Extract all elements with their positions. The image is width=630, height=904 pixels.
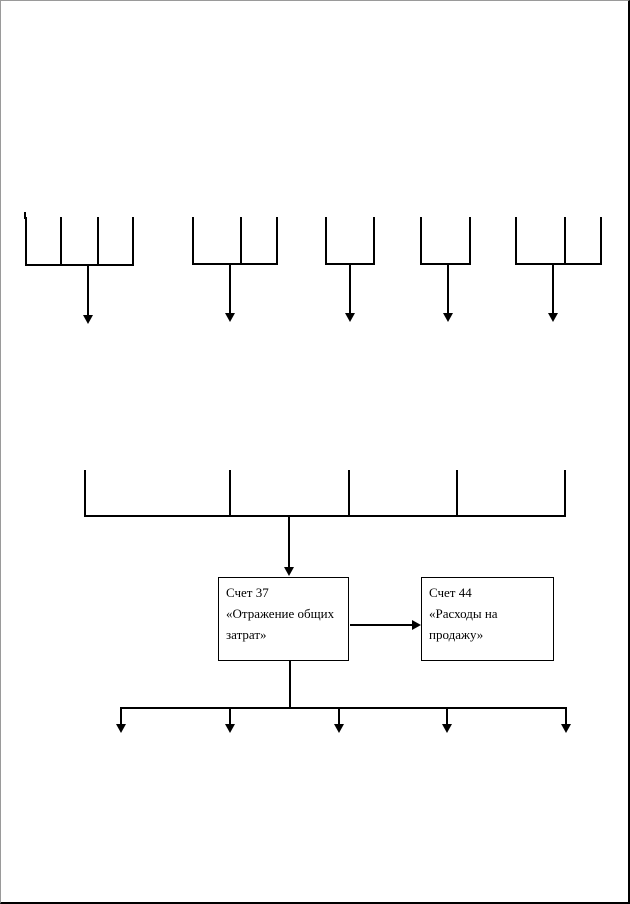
stray-tick: [24, 212, 26, 219]
tick-line: [456, 470, 458, 517]
arrowhead-down-icon: [334, 724, 344, 733]
arrow-stem: [446, 707, 448, 724]
tick-line: [276, 217, 278, 265]
tick-line: [373, 217, 375, 265]
arrow-stem: [338, 707, 340, 724]
arrowhead-down-icon: [345, 313, 355, 322]
tick-line: [564, 470, 566, 517]
arrowhead-down-icon: [83, 315, 93, 324]
tick-line: [132, 217, 134, 266]
tick-line: [325, 217, 327, 265]
arrow-stem: [120, 707, 122, 724]
bracket-bar: [25, 264, 134, 266]
arrow-stem: [350, 624, 412, 626]
tick-line: [84, 470, 86, 517]
tick-line: [420, 217, 422, 265]
account-37-label-line-3: затрат»: [226, 627, 267, 642]
arrowhead-down-icon: [548, 313, 558, 322]
tick-line: [469, 217, 471, 265]
arrowhead-down-icon: [442, 724, 452, 733]
account-37-label-line-1: Счет 37: [226, 585, 269, 600]
tick-line: [348, 470, 350, 517]
tick-line: [25, 217, 27, 266]
arrowhead-down-icon: [116, 724, 126, 733]
arrow-stem: [87, 266, 89, 315]
bracket-bar: [325, 263, 375, 265]
account-44-label-line-2: «Расходы на: [429, 606, 498, 621]
arrow-stem: [447, 265, 449, 313]
arrow-stem: [229, 707, 231, 724]
tick-line: [600, 217, 602, 265]
tick-line: [192, 217, 194, 265]
tick-line: [60, 217, 62, 266]
tick-line: [229, 470, 231, 517]
arrowhead-down-icon: [443, 313, 453, 322]
bracket-bar: [515, 263, 602, 265]
arrow-stem: [565, 707, 567, 724]
tick-line: [515, 217, 517, 265]
bracket-bar: [84, 515, 566, 517]
account-44-label-line-1: Счет 44: [429, 585, 472, 600]
tick-line: [97, 217, 99, 266]
flow-box-account-37: Счет 37 «Отражение общих затрат»: [218, 577, 349, 661]
arrow-stem: [552, 265, 554, 313]
manifold-bar: [120, 707, 567, 709]
tick-line: [564, 217, 566, 265]
arrow-stem: [349, 265, 351, 313]
arrowhead-down-icon: [225, 313, 235, 322]
arrowhead-down-icon: [225, 724, 235, 733]
flow-box-account-44: Счет 44 «Расходы на продажу»: [421, 577, 554, 661]
arrowhead-down-icon: [284, 567, 294, 576]
arrowhead-right-icon: [412, 620, 421, 630]
arrow-stem: [288, 517, 290, 567]
box-37-output-connector: [289, 661, 291, 708]
arrowhead-down-icon: [561, 724, 571, 733]
tick-line: [240, 217, 242, 265]
bracket-bar: [192, 263, 278, 265]
account-37-label-line-2: «Отражение общих: [226, 606, 335, 621]
arrow-stem: [229, 265, 231, 313]
account-44-label-line-3: продажу»: [429, 627, 484, 642]
bracket-bar: [420, 263, 471, 265]
